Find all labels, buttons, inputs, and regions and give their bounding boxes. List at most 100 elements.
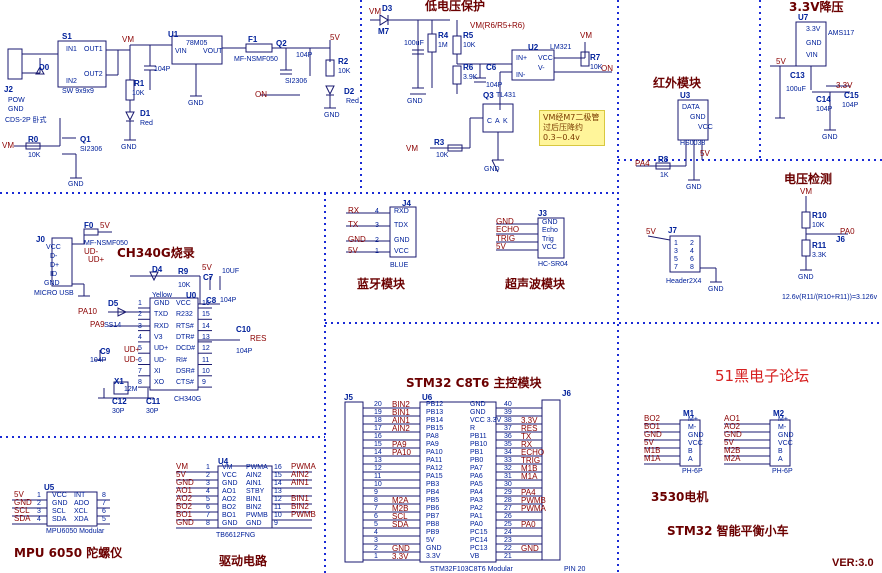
c7-value: 10UF — [222, 268, 240, 275]
d1-value: Red — [140, 120, 153, 127]
m2-name: PH-6P — [772, 468, 793, 475]
us-net: ECHO — [496, 225, 520, 235]
r7-ref: R7 — [590, 53, 601, 62]
driver-title: 驱动电路 — [219, 554, 268, 568]
mcu-left-pin: PA15 — [426, 473, 443, 480]
mcu-left-pin: PB14 — [426, 417, 444, 424]
j7-pin-4: 4 — [690, 248, 694, 255]
m2-pin: M- — [778, 424, 787, 431]
ultrasonic-title: 超声波模块 — [505, 277, 566, 291]
mcu-left-pin: PA12 — [426, 465, 443, 472]
j6-ref-vdet: J6 — [836, 235, 845, 244]
mcu-left-pin: PA9 — [426, 441, 439, 448]
5v-net-ir: 5V — [700, 149, 710, 158]
drv-left-pin: BO1 — [222, 512, 237, 519]
mcu-right-pin: PB10 — [470, 441, 488, 448]
m1-net: BO2 — [644, 414, 661, 423]
ch340-right-pin: R232 — [176, 311, 193, 319]
u2-pin-vminus: V- — [538, 65, 545, 72]
drv-left-net: BO1 — [176, 510, 193, 519]
ch340-right-pin: CTS# — [176, 379, 194, 387]
mpu-left-pin: SDA — [52, 516, 67, 523]
bt-pin-number: 4 — [375, 208, 379, 215]
mcu-left-pin-number: 17 — [374, 425, 382, 432]
mcu-left-pin-number: 14 — [374, 449, 382, 456]
s1-ref: S1 — [62, 32, 72, 41]
r0-value: 10K — [28, 152, 41, 159]
gnd-q1: GND — [68, 181, 84, 188]
mcu-left-net: AIN1 — [392, 416, 410, 425]
r10-ref: R10 — [812, 211, 827, 220]
mcu-right-pin: PA6 — [470, 473, 483, 480]
j7-pin-5: 5 — [674, 256, 678, 263]
m1-pin: GND — [688, 432, 704, 439]
ch340-left-pin-number: 5 — [138, 345, 142, 353]
c16-value: 104P — [842, 102, 859, 109]
udm-net-usb: UD- — [84, 247, 99, 256]
ch340-right-pin: DSR# — [176, 367, 195, 375]
step-down-title: 3.3V降压 — [789, 0, 844, 14]
mcu-left-net: AIN2 — [392, 424, 410, 433]
mcu-left-pin-number: 20 — [374, 401, 382, 408]
mcu-left-pin: PB15 — [426, 425, 444, 432]
r9-value: 10K — [178, 282, 191, 289]
mpu-left-pin: GND — [52, 500, 68, 507]
s1-pin-out1: OUT1 — [84, 46, 103, 53]
mcu-left-pin: PB8 — [426, 521, 440, 528]
mcu-right-net: RES — [521, 424, 538, 433]
5v-net-reg: 5V — [776, 57, 786, 66]
u1-ref: U1 — [168, 30, 179, 39]
mcu-right-pin: PB1 — [470, 449, 484, 456]
ch340-right-pin-number: 14 — [202, 322, 210, 330]
u7-pin-vin: VIN — [806, 52, 818, 59]
mcu-right-pin: GND — [470, 401, 486, 408]
j7-pin-6: 6 — [690, 256, 694, 263]
q2-ref: Q2 — [276, 39, 287, 48]
usb-pin-dm: D- — [50, 253, 58, 260]
mcu-left-net: GND — [392, 544, 410, 553]
mcu-left-pin-number: 13 — [374, 457, 382, 464]
us-pin-label: GND — [542, 219, 558, 226]
r6-value: 3.9K — [463, 74, 478, 81]
m2-net: GND — [724, 430, 742, 439]
mpu-left-pin-number: 4 — [37, 516, 41, 523]
ch340-title: CH340G烧录 — [117, 246, 195, 260]
project-title: STM32 智能平衡小车 — [667, 524, 789, 538]
drv-right-net: PWMB — [291, 510, 316, 519]
drv-right-pin-number: 12 — [274, 496, 282, 503]
mpu-net: 5V — [14, 490, 24, 499]
u2-pin-vcc: VCC — [538, 55, 553, 62]
mcu-right-pin-number: 23 — [504, 537, 512, 544]
mcu-right-pin: PC14 — [470, 537, 488, 544]
mpu-left-pin: SCL — [52, 508, 66, 515]
m2-pin: B — [778, 448, 783, 455]
drv-left-pin-number: 5 — [206, 496, 210, 503]
r6-ref: R6 — [463, 63, 474, 72]
drv-right-net: BIN2 — [291, 502, 309, 511]
s1-pin-in2: IN2 — [66, 78, 77, 85]
mcu-left-pin-number: 12 — [374, 465, 382, 472]
mcu-right-pin-number: 34 — [504, 449, 512, 456]
mpu-name: MPU6050 Modular — [46, 528, 105, 535]
pa9-net-ch340: PA9 — [90, 320, 105, 329]
j2-gnd-label: GND — [8, 106, 24, 113]
c9-value: 104P — [90, 357, 107, 364]
c8-value: 104P — [220, 297, 237, 304]
mcu-right-net: M1A — [521, 472, 538, 481]
mcu-right-pin-number: 28 — [504, 497, 512, 504]
m1-pin: B — [688, 448, 693, 455]
drv-right-pin-number: 9 — [274, 520, 278, 527]
c15-ref: C15 — [844, 91, 859, 100]
f1-ref: F1 — [248, 35, 258, 44]
j2-ref: J2 — [4, 85, 13, 94]
c10-value: 104P — [236, 348, 253, 355]
m1-pin: M- — [688, 424, 697, 431]
vm-net-left: VM — [2, 141, 14, 150]
mcu-right-pin: PA7 — [470, 465, 483, 472]
5v-net-usb: 5V — [100, 221, 110, 230]
mpu-right-pin-number: 5 — [102, 516, 106, 523]
mcu-right-pin: PA1 — [470, 513, 483, 520]
m2-net: M2B — [724, 446, 741, 455]
mcu-right-pin-number: 26 — [504, 513, 512, 520]
bt-pin-number: 2 — [375, 237, 379, 244]
